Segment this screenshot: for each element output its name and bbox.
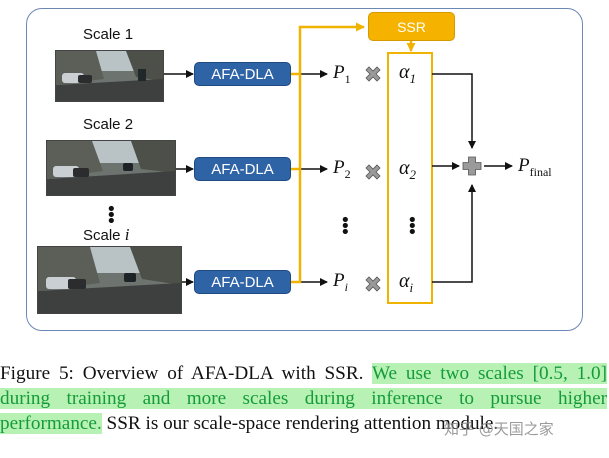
plus-icon bbox=[462, 156, 482, 176]
arrow-weight1-to-sum bbox=[432, 73, 476, 149]
afa-dla-block-i: AFA-DLA bbox=[194, 270, 291, 294]
caption-prefix: Figure 5: Overview of AFA-DLA with SSR. bbox=[0, 363, 372, 384]
vertical-ellipsis-icon: ••• bbox=[407, 210, 418, 243]
watermark-text: 知乎 @天国之家 bbox=[444, 420, 554, 438]
input-image-scale-2 bbox=[46, 140, 176, 196]
input-image-scale-1 bbox=[55, 50, 164, 102]
street-scene-image bbox=[47, 141, 175, 195]
scale-1-label: Scale 1 bbox=[83, 26, 134, 43]
multiply-icon bbox=[365, 276, 381, 292]
caption-suffix: SSR is our scale-space rendering attenti… bbox=[101, 413, 499, 434]
multiply-icon bbox=[365, 164, 381, 180]
feature-p1-label: P1 bbox=[333, 62, 351, 86]
scale-2-label: Scale 2 bbox=[83, 116, 134, 133]
ssr-block: SSR bbox=[368, 12, 455, 41]
street-scene-image bbox=[38, 247, 181, 313]
vertical-ellipsis-icon: ••• bbox=[340, 210, 351, 243]
input-image-scale-i bbox=[37, 246, 182, 314]
scale-i-label: Scale i bbox=[83, 225, 130, 244]
multiply-icon bbox=[365, 66, 381, 82]
feature-pi-label: Pi bbox=[333, 270, 348, 294]
weight-alpha2-label: α2 bbox=[399, 157, 416, 182]
afa-dla-block-1: AFA-DLA bbox=[194, 62, 291, 86]
attention-weights-column bbox=[387, 52, 433, 304]
figure-caption: Figure 5: Overview of AFA-DLA with SSR. … bbox=[0, 361, 607, 436]
feature-bus-to-ssr bbox=[290, 22, 365, 284]
street-scene-image bbox=[56, 51, 163, 101]
connection-lines bbox=[164, 22, 513, 304]
weight-alphai-label: αi bbox=[399, 270, 414, 295]
output-p-final-label: Pfinal bbox=[518, 155, 552, 179]
weight-alpha1-label: α1 bbox=[399, 61, 416, 86]
arrow-weighti-to-sum bbox=[432, 184, 476, 283]
vertical-ellipsis-icon: ••• bbox=[106, 199, 117, 232]
afa-dla-block-2: AFA-DLA bbox=[194, 157, 291, 181]
feature-p2-label: P2 bbox=[333, 157, 351, 181]
